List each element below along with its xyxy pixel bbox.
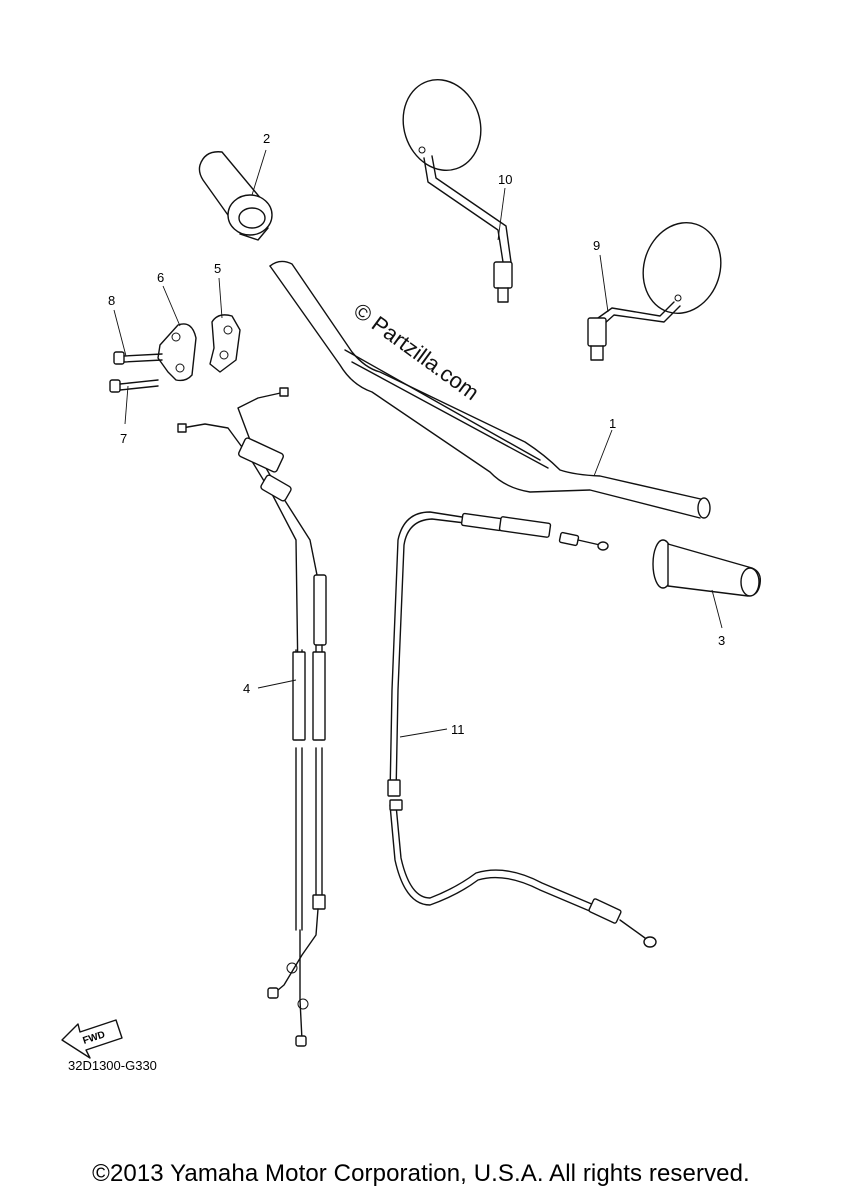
fwd-arrow-icon: FWD	[61, 1019, 123, 1059]
mirror-9	[587, 222, 722, 361]
right-grip	[652, 539, 762, 597]
switch-housing-6	[157, 323, 197, 382]
callout-10: 10	[498, 172, 512, 187]
callout-3: 3	[718, 633, 725, 648]
throttle-cable	[177, 387, 327, 1047]
screw-7	[109, 379, 159, 393]
callout-6: 6	[157, 270, 164, 285]
switch-housing-5	[209, 314, 241, 373]
diagram-code: 32D1300-G330	[68, 1058, 157, 1073]
callout-leaders	[113, 149, 723, 738]
mirror-10	[402, 79, 513, 303]
callout-1: 1	[609, 416, 616, 431]
clutch-cable	[387, 511, 657, 948]
left-grip	[198, 151, 273, 241]
callout-7: 7	[120, 431, 127, 446]
screw-8	[113, 351, 163, 365]
callout-4: 4	[243, 681, 250, 696]
copyright-notice: ©2013 Yamaha Motor Corporation, U.S.A. A…	[92, 1160, 750, 1187]
callout-5: 5	[214, 261, 221, 276]
callout-2: 2	[263, 131, 270, 146]
callout-9: 9	[593, 238, 600, 253]
callout-11: 11	[451, 722, 465, 737]
callout-8: 8	[108, 293, 115, 308]
handlebar	[269, 260, 711, 519]
